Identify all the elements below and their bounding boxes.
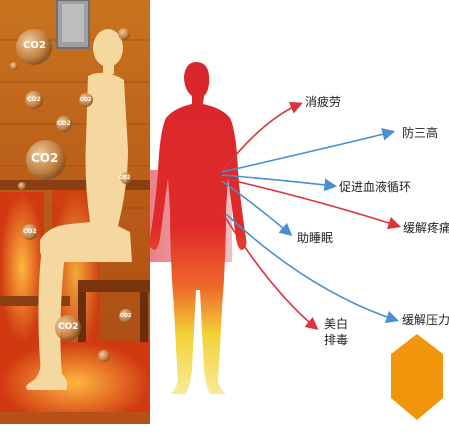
benefit-label-sleep: 助睡眠 (297, 231, 334, 245)
co2-label: CO2 (119, 175, 131, 181)
arrow-to-stress-relief (225, 213, 400, 324)
co2-bubbles (10, 28, 133, 362)
sauna-scene (0, 0, 150, 424)
co2-label: CO2 (80, 97, 92, 103)
sauna-illustration: CO2 CO2 CO2 CO2 CO2 CO2 CO2 CO2 CO2 (0, 0, 150, 424)
arrow-to-pain-relief (221, 177, 402, 230)
co2-label: CO2 (23, 40, 46, 51)
co2-label: CO2 (57, 120, 71, 127)
co2-label: CO2 (31, 151, 59, 165)
human-body-figure (146, 60, 250, 400)
arrow-to-detox (221, 211, 319, 331)
co2-label: CO2 (27, 96, 41, 103)
benefit-label-pain-relief: 缓解疼痛 (403, 221, 449, 235)
seated-person-silhouette (26, 29, 132, 390)
benefit-label-three-highs: 防三高 (402, 126, 439, 140)
benefit-label-detox: 美白排毒 (324, 317, 349, 347)
co2-label: CO2 (120, 313, 132, 319)
benefit-label-fatigue: 消疲劳 (305, 95, 342, 109)
co2-label: CO2 (23, 228, 37, 235)
arrow-to-sleep (221, 180, 293, 237)
co2-label: CO2 (58, 322, 79, 332)
arrow-to-three-highs (221, 128, 396, 173)
benefit-label-circulation: 促进血液循环 (339, 180, 412, 194)
arrow-to-circulation (221, 174, 338, 192)
arrow-to-fatigue (221, 101, 303, 173)
benefit-label-stress-relief: 缓解压力 (402, 313, 449, 327)
orange-hexagon (391, 334, 443, 420)
body-silhouette (149, 62, 247, 394)
